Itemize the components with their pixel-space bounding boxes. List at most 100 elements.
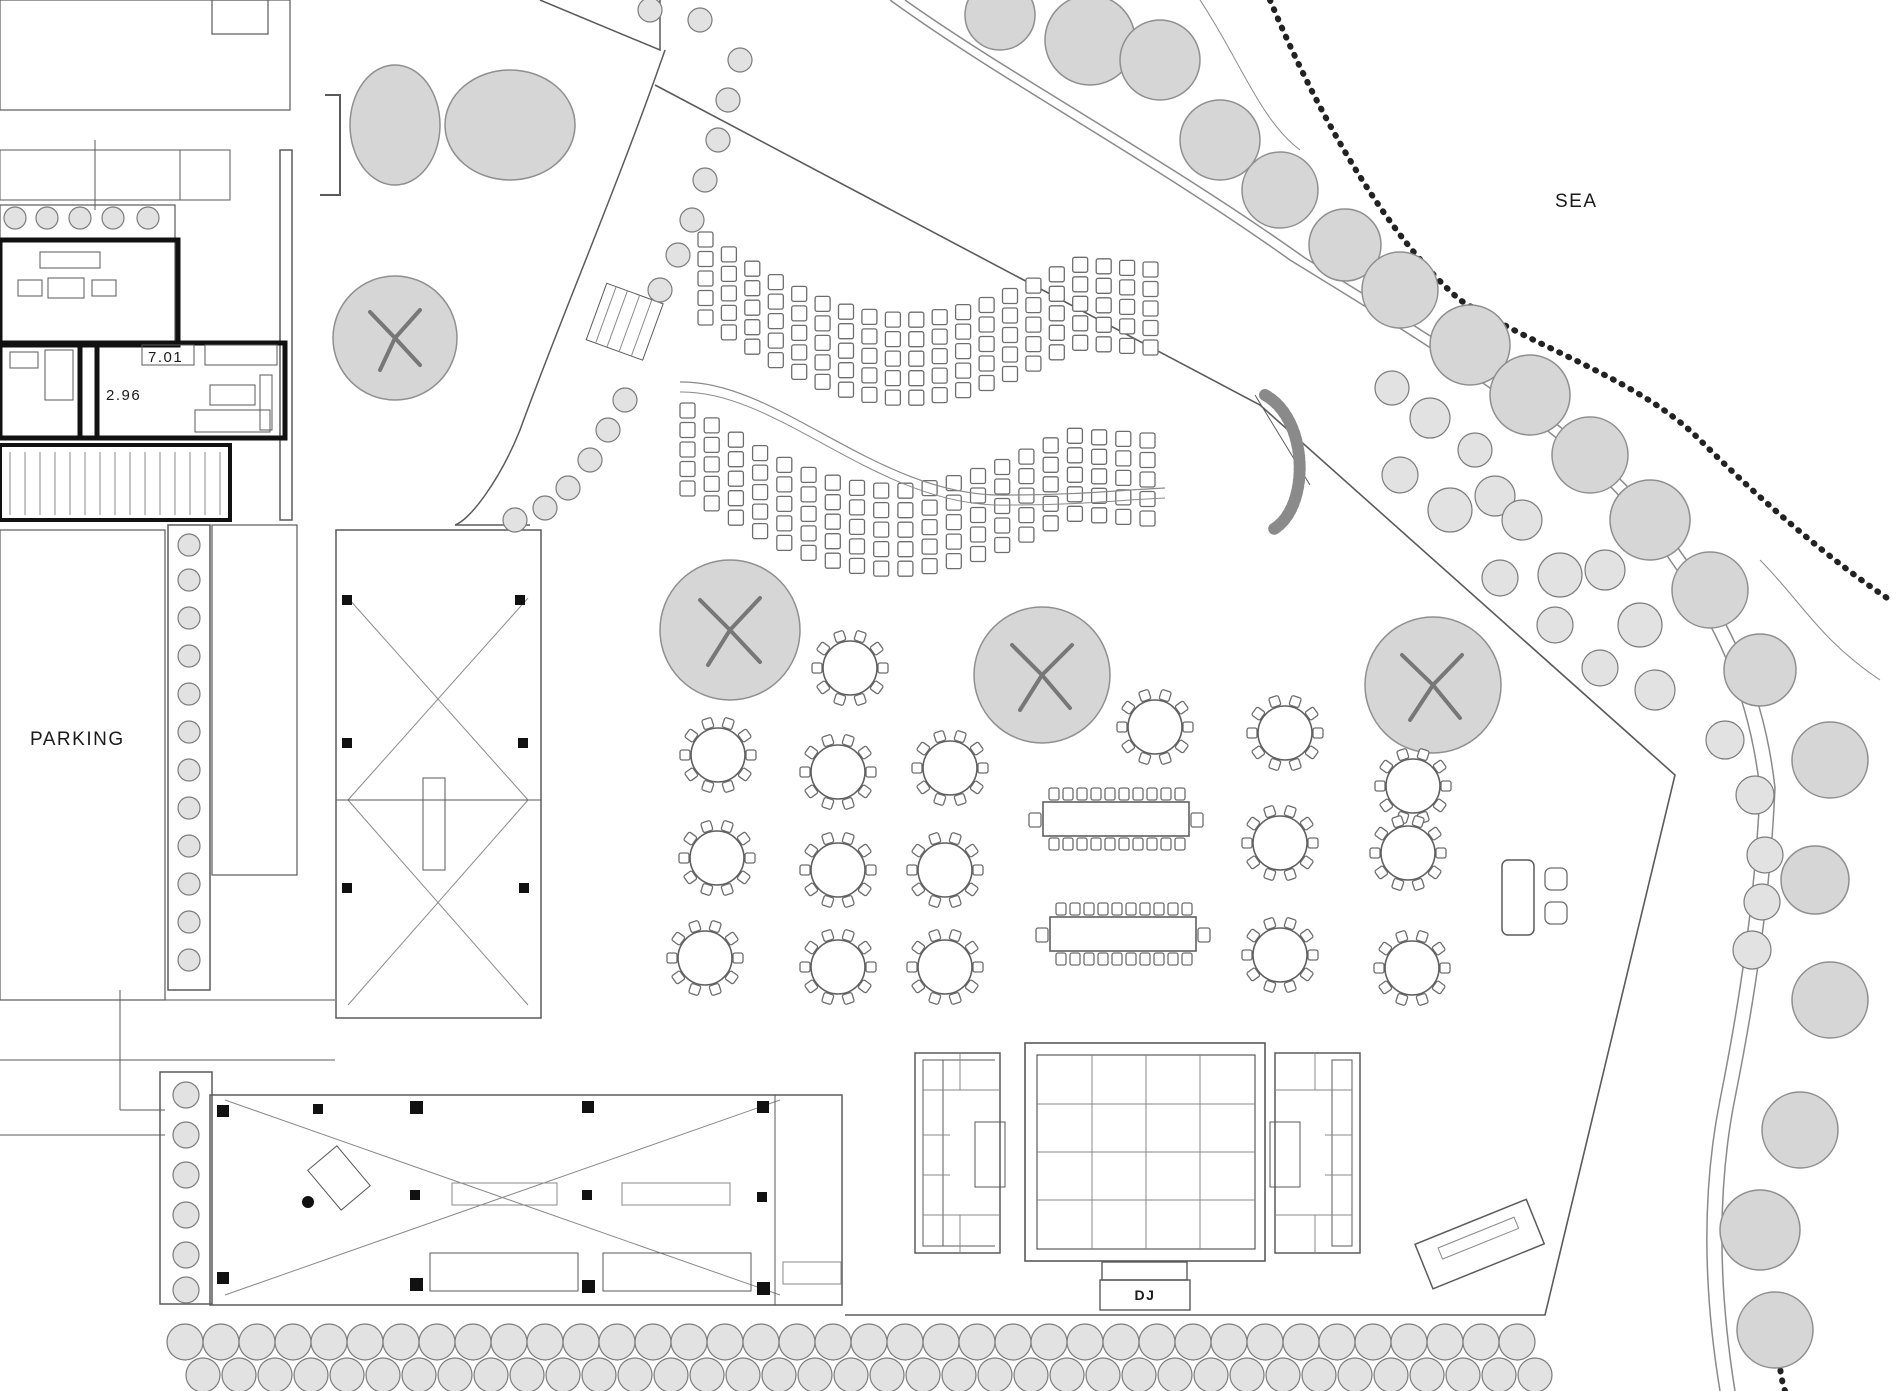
ceremony-chair xyxy=(791,285,808,303)
ceremony-chair xyxy=(1095,316,1112,333)
ceremony-chair xyxy=(848,479,866,497)
ceremony-chair xyxy=(1048,285,1065,302)
round-table xyxy=(1241,917,1319,993)
ceremony-chair xyxy=(1095,336,1112,353)
ceremony-chair xyxy=(945,533,962,550)
ceremony-chair xyxy=(954,323,972,340)
ceremony-seating-lower xyxy=(679,402,1156,577)
hedge-shrub xyxy=(1174,1323,1212,1361)
ceremony-chair xyxy=(978,335,995,353)
ceremony-chair xyxy=(1066,447,1084,464)
ceremony-chair xyxy=(1115,450,1132,467)
ceremony-chair xyxy=(697,289,714,307)
building-block: 7.01 2.96 xyxy=(0,0,341,522)
round-table xyxy=(1374,748,1452,824)
ceremony-chair xyxy=(1072,334,1089,351)
ceremony-chair xyxy=(679,421,696,439)
ceremony-aisle-line xyxy=(679,381,1166,496)
shrub-row-top xyxy=(3,206,160,230)
ceremony-chair xyxy=(969,487,987,504)
hedge-shrub xyxy=(1030,1323,1068,1361)
ceremony-chair xyxy=(727,431,745,448)
ceremony-chair xyxy=(873,482,890,499)
ceremony-chair xyxy=(744,299,761,316)
ceremony-chair xyxy=(897,521,914,538)
hedge-shrub xyxy=(1498,1323,1536,1361)
ceremony-chair xyxy=(824,533,841,550)
hedge-shrub xyxy=(778,1323,816,1361)
ceremony-chair xyxy=(1118,318,1136,335)
hedge-shrub xyxy=(1462,1323,1500,1361)
ceremony-chair xyxy=(1072,295,1089,312)
ceremony-chair xyxy=(1048,324,1065,341)
hedge-shrub xyxy=(418,1323,456,1361)
ceremony-chair xyxy=(978,316,995,333)
ceremony-chair xyxy=(727,451,745,468)
coastline-dotted-line-lower xyxy=(1776,1307,1793,1391)
ceremony-chair xyxy=(1072,276,1089,293)
ceremony-chair xyxy=(848,538,866,555)
ceremony-chair xyxy=(1066,466,1084,483)
ceremony-chair xyxy=(994,536,1011,554)
ceremony-seating-upper xyxy=(697,231,1159,406)
ceremony-chair xyxy=(776,495,793,513)
ceremony-chair xyxy=(1001,287,1019,305)
ceremony-chair xyxy=(697,231,714,248)
hedge-shrub xyxy=(598,1323,636,1361)
ceremony-chair xyxy=(969,526,987,543)
tent-structure-lower xyxy=(209,1094,843,1306)
ceremony-chair xyxy=(1066,427,1084,444)
ceremony-chair xyxy=(1139,471,1156,488)
ceremony-chair xyxy=(848,518,866,536)
ceremony-chair xyxy=(873,521,890,538)
ceremony-chair xyxy=(703,456,720,473)
hedge-shrub xyxy=(1210,1323,1248,1361)
ceremony-chair xyxy=(1142,319,1159,337)
banquet-table-icon xyxy=(1028,787,1211,966)
ceremony-chair xyxy=(776,534,793,552)
ceremony-chair xyxy=(908,311,925,328)
ceremony-chair xyxy=(1018,506,1035,524)
ceremony-chair xyxy=(1095,277,1112,294)
banquet-table xyxy=(1035,902,1211,966)
ceremony-chair xyxy=(776,476,793,493)
ceremony-chair xyxy=(720,246,738,263)
hedge-shrub xyxy=(1426,1323,1464,1361)
ceremony-chair xyxy=(994,478,1011,495)
ceremony-chair xyxy=(1072,256,1089,273)
round-table xyxy=(906,832,984,908)
ceremony-chair xyxy=(727,470,745,487)
ceremony-chair xyxy=(1142,261,1159,278)
ceremony-chair xyxy=(884,350,902,367)
hedge-shrub xyxy=(922,1323,960,1361)
ceremony-chair xyxy=(824,552,841,569)
ceremony-chair xyxy=(1025,277,1042,294)
ceremony-chair xyxy=(954,303,972,321)
hedge-shrub xyxy=(814,1323,852,1361)
ceremony-chair xyxy=(1066,505,1084,522)
ceremony-chair xyxy=(908,350,925,367)
ceremony-chair xyxy=(744,338,761,355)
hedge-shrub xyxy=(1138,1323,1176,1361)
hedge-row-bottom xyxy=(166,1323,1553,1391)
ceremony-chair xyxy=(861,386,878,404)
ceremony-chair xyxy=(1090,448,1108,465)
ceremony-chair xyxy=(767,273,784,291)
ceremony-chair xyxy=(824,513,841,530)
ceremony-chair xyxy=(908,331,925,348)
dj-label: DJ xyxy=(1135,1287,1156,1303)
ceremony-chair xyxy=(751,483,769,501)
round-table xyxy=(666,920,744,996)
dj-booth: DJ xyxy=(1099,1261,1191,1311)
hedge-shrub xyxy=(886,1323,924,1361)
ceremony-chair xyxy=(1042,476,1059,493)
round-table-icon xyxy=(666,630,1452,1006)
ceremony-chair xyxy=(921,499,938,516)
ceremony-chair xyxy=(720,324,738,341)
ceremony-chair xyxy=(697,250,714,268)
ceremony-chair xyxy=(908,370,925,387)
ceremony-chair xyxy=(824,494,841,511)
ceremony-chair xyxy=(697,309,714,326)
ceremony-chair xyxy=(1018,448,1035,465)
hedge-shrub xyxy=(238,1323,276,1361)
